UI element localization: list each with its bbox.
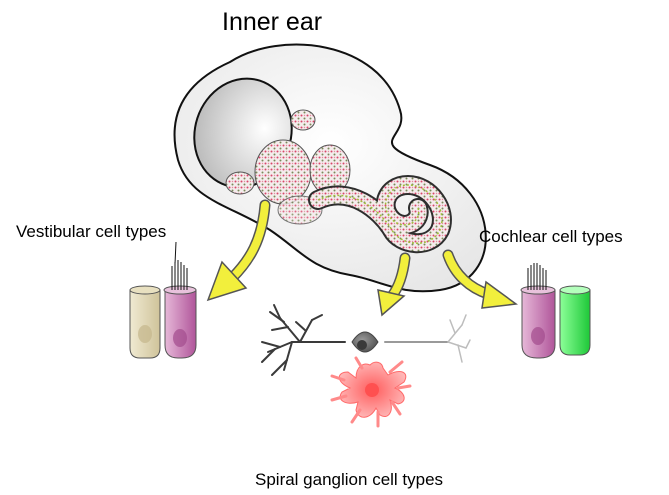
cochlear-label: Cochlear cell types [479, 227, 623, 247]
vestibular-hair-cell [164, 242, 196, 358]
spiral-ganglion-glial-cell [332, 358, 410, 426]
cochlear-hair-cell [521, 263, 555, 358]
diagram-title: Inner ear [222, 8, 322, 37]
cochlear-supporting-cell [560, 286, 590, 355]
spiral-ganglion-label: Spiral ganglion cell types [255, 470, 443, 490]
vestibular-label: Vestibular cell types [16, 222, 166, 242]
vestibular-supporting-cell [130, 286, 160, 358]
